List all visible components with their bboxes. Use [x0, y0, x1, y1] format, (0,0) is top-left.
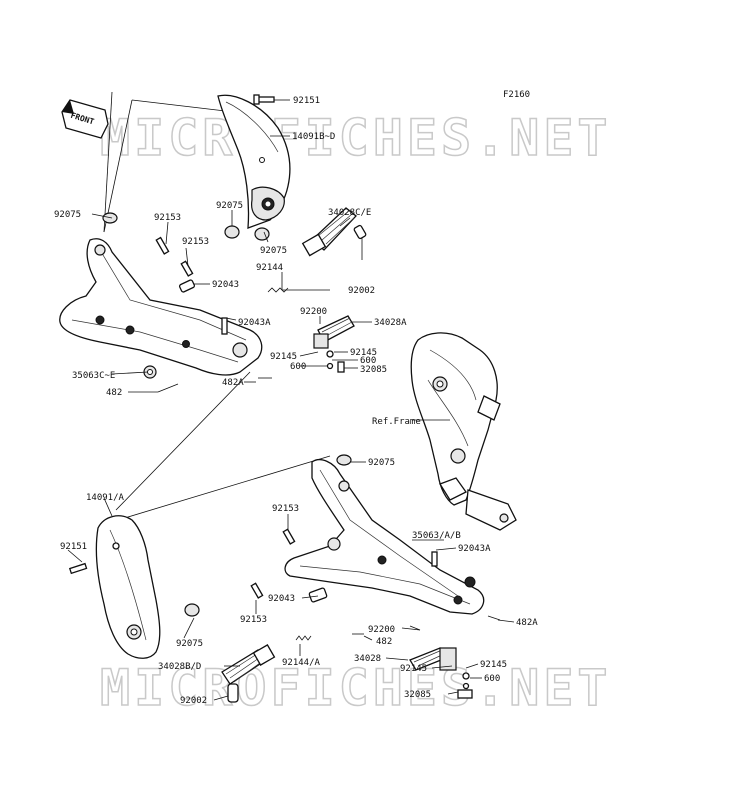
frame-reference [410, 332, 517, 531]
washers-lower [457, 672, 473, 699]
label-92043a[interactable]: 92043A [458, 544, 491, 554]
bolt-92153-c [282, 528, 296, 545]
pin-92200-lower [409, 625, 421, 631]
figure-code: F2160 [503, 90, 530, 100]
bolt-92151-upper [253, 94, 275, 105]
footpeg-bracket-lower [284, 459, 485, 615]
label-92075[interactable]: 92075 [216, 201, 243, 211]
spacer-92075-b [224, 225, 240, 239]
label-92002[interactable]: 92002 [348, 286, 375, 296]
label-34028b-d[interactable]: 34028B/D [158, 662, 201, 672]
leader-line [103, 91, 113, 233]
leader-line [117, 455, 331, 521]
label-35063c-e[interactable]: 35063C~E [72, 371, 115, 381]
rubber-92002-lower [227, 683, 239, 703]
label-92153[interactable]: 92153 [182, 237, 209, 247]
label-32085[interactable]: 32085 [360, 365, 387, 375]
heel-guard-lower [95, 515, 161, 659]
bolt-92151-lower [68, 562, 88, 575]
label-600[interactable]: 600 [290, 362, 306, 372]
label-600[interactable]: 600 [360, 356, 376, 366]
label-482a[interactable]: 482A [516, 618, 538, 628]
label-34028[interactable]: 34028 [354, 654, 381, 664]
label-92200[interactable]: 92200 [300, 307, 327, 317]
watermark-bottom: MICROFICHES.NET [100, 659, 612, 717]
label-ref-frame[interactable]: Ref.Frame [372, 417, 421, 427]
bolt-92153-b [180, 260, 194, 277]
label-92075[interactable]: 92075 [260, 246, 287, 256]
label-32085[interactable]: 32085 [404, 690, 431, 700]
pin-92043-lower [308, 587, 328, 603]
label-92075[interactable]: 92075 [176, 639, 203, 649]
footpeg-34028c-e [301, 207, 357, 257]
part-labels: 92151 14091B~D 92075 92153 92075 34028C/… [54, 96, 538, 706]
label-92145[interactable]: 92145 [270, 352, 297, 362]
label-92144[interactable]: 92144 [256, 263, 283, 273]
label-92075[interactable]: 92075 [54, 210, 81, 220]
label-92002[interactable]: 92002 [180, 696, 207, 706]
spacer-92075-c [254, 227, 270, 241]
label-482[interactable]: 482 [376, 637, 392, 647]
label-34028c-e[interactable]: 34028C/E [328, 208, 371, 218]
label-482a[interactable]: 482A [222, 378, 244, 388]
label-35063-a-b[interactable]: 35063/A/B [412, 531, 461, 541]
label-14091b-d[interactable]: 14091B~D [292, 132, 335, 142]
leader-line [103, 99, 133, 233]
leader-lines [67, 99, 515, 701]
bolt-92153-d [250, 582, 264, 599]
label-92153[interactable]: 92153 [240, 615, 267, 625]
washers-upper [326, 350, 345, 373]
spacer-92075-d [336, 454, 352, 466]
bolt-92153-a [155, 236, 170, 255]
footpeg-34028 [409, 647, 457, 671]
label-92153[interactable]: 92153 [272, 504, 299, 514]
label-92153[interactable]: 92153 [154, 213, 181, 223]
leader-line [115, 371, 251, 511]
pin-92043a-upper [221, 317, 228, 335]
rubber-92002-upper [353, 224, 367, 240]
spring-92144a-lower [295, 635, 312, 641]
pin-92043-upper [178, 279, 196, 293]
label-482[interactable]: 482 [106, 388, 122, 398]
front-arrow-icon: FRONT [61, 99, 109, 139]
watermark-top: MICROFICHES.NET [100, 109, 612, 167]
footpeg-34028b-d [221, 644, 276, 685]
label-92151[interactable]: 92151 [293, 96, 320, 106]
footpeg-34028a [313, 315, 355, 349]
label-92043[interactable]: 92043 [212, 280, 239, 290]
footpeg-bracket-upper [59, 238, 263, 379]
label-14091-a[interactable]: 14091/A [86, 493, 125, 503]
label-92145[interactable]: 92145 [400, 664, 427, 674]
pin-92043a-lower [431, 551, 438, 567]
label-92144-a[interactable]: 92144/A [282, 658, 321, 668]
label-92043[interactable]: 92043 [268, 594, 295, 604]
label-34028a[interactable]: 34028A [374, 318, 407, 328]
label-92145[interactable]: 92145 [480, 660, 507, 670]
label-92151[interactable]: 92151 [60, 542, 87, 552]
spacer-92075-e [184, 603, 200, 617]
label-92200[interactable]: 92200 [368, 625, 395, 635]
label-92043a[interactable]: 92043A [238, 318, 271, 328]
pin-482-upper [157, 383, 179, 393]
label-92145[interactable]: 92145 [350, 348, 377, 358]
label-600[interactable]: 600 [484, 674, 500, 684]
heel-guard-upper [217, 94, 291, 229]
pin-482a-lower [487, 615, 501, 621]
label-92075[interactable]: 92075 [368, 458, 395, 468]
spring-92144-upper [267, 287, 289, 293]
